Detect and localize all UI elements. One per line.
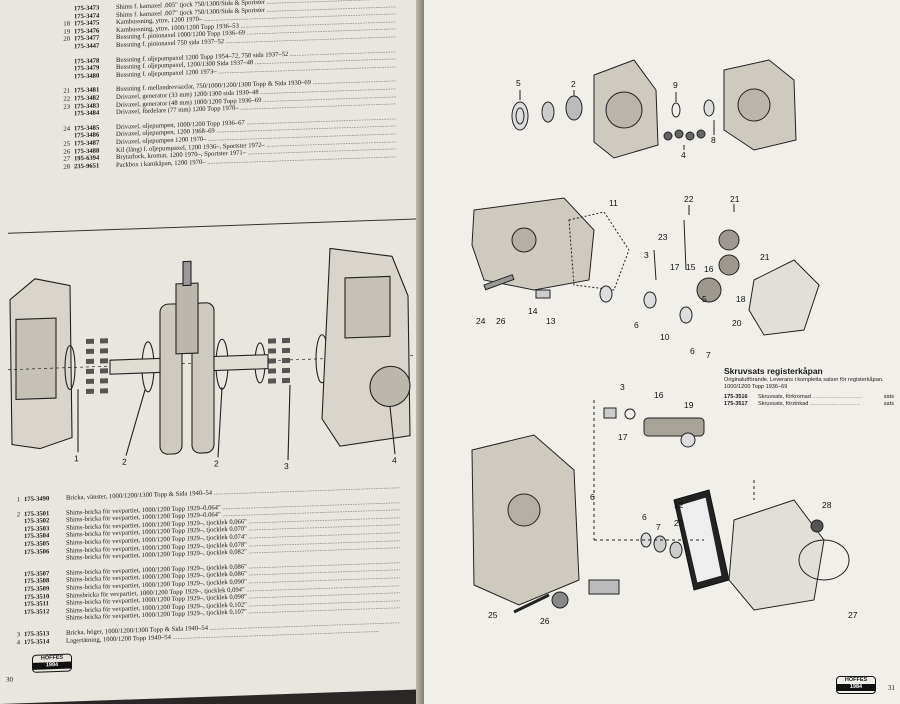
part-description: Skruvsats, förkromad	[758, 394, 882, 401]
callout-7: 7	[706, 350, 711, 360]
part-number: 175-3447	[74, 42, 100, 51]
callout-4: 4	[681, 150, 686, 160]
section-title: Skruvsats registerkåpan	[724, 366, 823, 376]
hoffes-logo-right: HOFFES 1984	[836, 676, 876, 694]
part-description: Skruvsats, förzinkad	[758, 401, 882, 408]
callout-16: 16	[704, 264, 714, 274]
callout-2a: 2	[122, 457, 127, 467]
reference-number	[58, 44, 70, 52]
reference-number: 4	[16, 638, 20, 646]
callout-10: 10	[660, 332, 670, 342]
part-number	[24, 555, 66, 564]
callout-18: 18	[736, 294, 746, 304]
reference-number: 28	[63, 163, 70, 171]
callout-6a: 6	[634, 320, 639, 330]
right-catalog-page: 5 2 9 4 8 11 22 21 23 15 3	[424, 0, 900, 704]
callout-5: 5	[516, 78, 521, 88]
part-number	[24, 615, 66, 624]
callout-21b: 21	[760, 252, 770, 262]
callout-16: 16	[654, 390, 664, 400]
callout-20: 20	[674, 518, 684, 528]
callout-27: 27	[848, 610, 858, 620]
callout-28: 28	[822, 500, 832, 510]
part-number: 175-3484	[74, 109, 100, 118]
section-description: Originalutförande. Leverans i kompletta …	[724, 377, 884, 390]
callout-2b: 2	[214, 458, 219, 468]
callout-5b: 5	[702, 294, 707, 304]
callout-13: 13	[546, 316, 556, 326]
callout-17: 17	[670, 262, 680, 272]
callout-3: 3	[620, 382, 625, 392]
part-number: 235-9651	[74, 162, 100, 171]
logo-brand: HOFFES	[40, 654, 64, 662]
callout-11: 11	[609, 198, 618, 208]
logo-brand: HOFFES	[844, 677, 868, 683]
hoffes-logo-left: HOFFES 1984	[32, 653, 72, 673]
callout-17: 17	[618, 432, 628, 442]
reference-number	[8, 617, 20, 625]
page-number-left: 30	[6, 675, 13, 684]
callout-2: 2	[571, 79, 576, 89]
callout-14: 14	[528, 306, 538, 316]
part-number: 175-3516	[724, 394, 748, 401]
callout-9: 9	[673, 80, 678, 90]
callout-19: 19	[684, 400, 694, 410]
callout-26: 26	[540, 616, 550, 626]
callout-3: 3	[284, 461, 289, 471]
callout-15: 15	[686, 262, 696, 272]
part-number: 175-3517	[724, 401, 748, 408]
exploded-diagram-bottom: 3 16 19 17 6 12 28 6 7 20 25 26 27	[471, 382, 858, 626]
callout-8: 8	[711, 135, 716, 145]
callout-4: 4	[392, 455, 397, 465]
callout-1: 1	[74, 453, 79, 463]
screw-kit-row: 175-3516 Skruvsats, förkromad sats	[724, 394, 894, 401]
reference-number	[58, 111, 70, 119]
page-number-right: 31	[888, 684, 895, 692]
part-unit: sats	[883, 394, 894, 401]
callout-23: 23	[658, 232, 668, 242]
callout-12: 12	[674, 500, 684, 510]
crankcase-exploded-diagram: 1 2 2 3 4	[8, 247, 420, 471]
reference-number	[58, 73, 70, 81]
reference-number: 1	[16, 496, 20, 504]
callout-24: 24	[476, 316, 486, 326]
callout-7: 7	[656, 522, 661, 532]
reference-number	[8, 556, 20, 564]
exploded-diagram-middle: 11 22 21 23 15 3 17 16 21 24 26 14 13 5 …	[471, 194, 820, 360]
section-skruvsats: Skruvsats registerkåpan Originalutförand…	[724, 366, 894, 408]
part-number: 175-3514	[24, 637, 50, 646]
exploded-diagram-top: 5 2 9 4 8	[511, 59, 797, 160]
logo-year: 1984	[33, 661, 71, 670]
callout-26: 26	[496, 316, 506, 326]
callout-6b: 6	[642, 512, 647, 522]
callout-3: 3	[644, 250, 649, 260]
part-number: 175-3480	[74, 72, 100, 81]
callout-20: 20	[732, 318, 742, 328]
callout-6b: 6	[690, 346, 695, 356]
logo-year: 1984	[837, 684, 875, 691]
callout-6a: 6	[590, 492, 595, 502]
callout-21a: 21	[730, 194, 740, 204]
callout-22: 22	[684, 194, 694, 204]
screw-kit-row: 175-3517 Skruvsats, förzinkad sats	[724, 401, 894, 408]
part-number: 175-3490	[24, 495, 50, 504]
callout-25: 25	[488, 610, 498, 620]
part-unit: sats	[883, 401, 894, 408]
